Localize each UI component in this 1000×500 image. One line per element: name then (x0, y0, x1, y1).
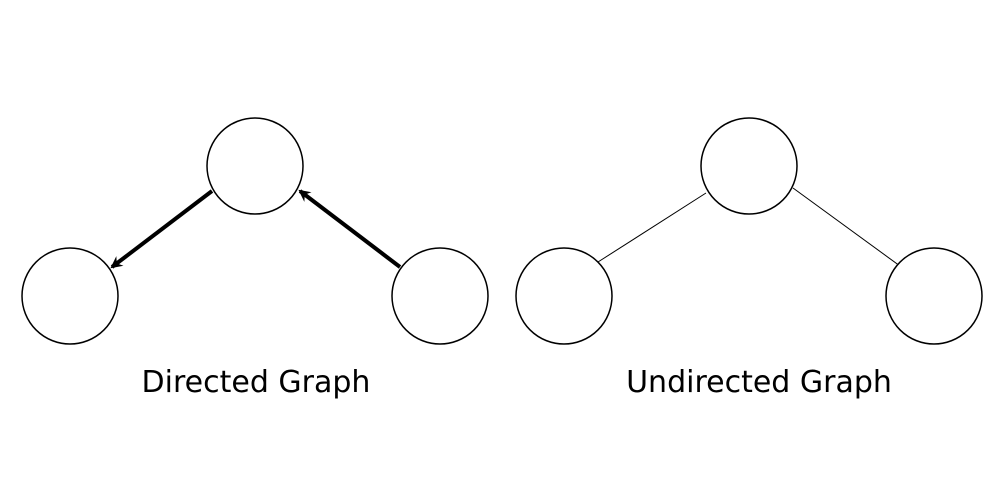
undirected-edge-top-right (792, 187, 901, 267)
directed-edge-top-to-left (110, 189, 214, 269)
directed-node-top (206, 117, 304, 215)
undirected-edge-top-left (597, 192, 707, 263)
undirected-node-right (885, 247, 983, 345)
directed-graph-caption: Directed Graph (142, 365, 371, 400)
undirected-graph: Undirected Graph (515, 117, 983, 400)
undirected-node-left (515, 247, 613, 345)
undirected-node-top (700, 117, 798, 215)
directed-node-left (21, 247, 119, 345)
undirected-graph-caption: Undirected Graph (626, 365, 892, 400)
directed-edge-right-to-top (298, 189, 402, 269)
directed-graph: Directed Graph (21, 117, 489, 400)
directed-node-right (391, 247, 489, 345)
